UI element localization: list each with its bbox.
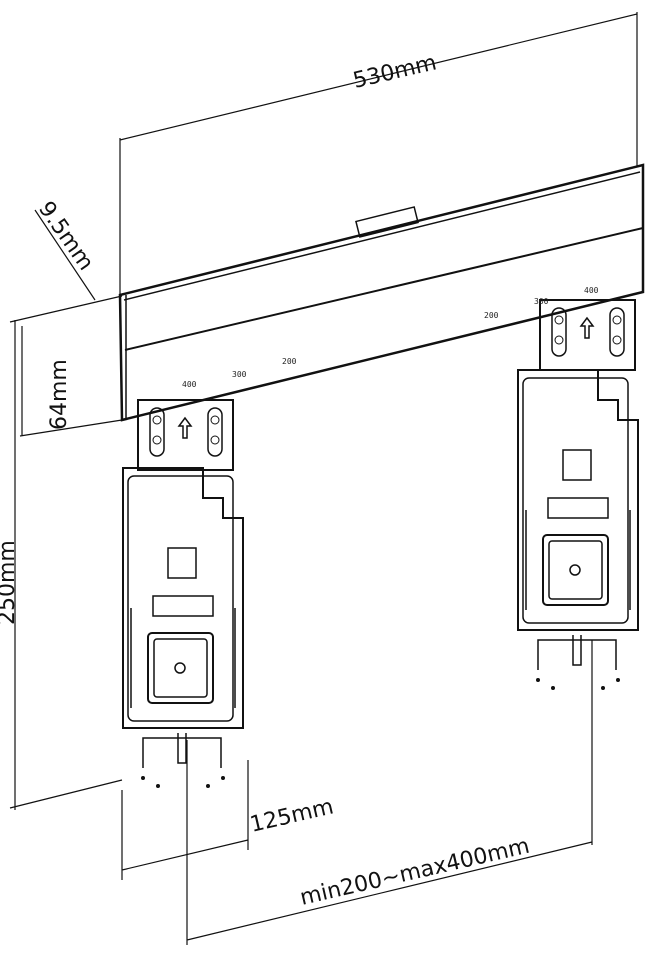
rail-marks: 400 300 200 200 300 400 — [182, 286, 599, 389]
dimension-lines — [9, 12, 638, 945]
width-label: 530mm — [351, 50, 439, 93]
total-height-label: 250mm — [0, 540, 20, 625]
plate-width-label: 125mm — [248, 794, 336, 837]
mark-right-400: 400 — [584, 286, 599, 295]
spacing-label: min200~max400mm — [298, 834, 532, 911]
mark-right-200: 200 — [484, 311, 499, 320]
rail-height-label: 64mm — [47, 359, 72, 430]
depth-label: 9.5mm — [33, 197, 98, 275]
wall-rail — [118, 163, 645, 422]
left-bracket — [122, 399, 244, 789]
mark-left-300: 300 — [232, 370, 247, 379]
right-bracket — [517, 299, 639, 691]
mark-left-400: 400 — [182, 380, 197, 389]
mark-left-200: 200 — [282, 357, 297, 366]
mark-right-300: 300 — [534, 297, 549, 306]
